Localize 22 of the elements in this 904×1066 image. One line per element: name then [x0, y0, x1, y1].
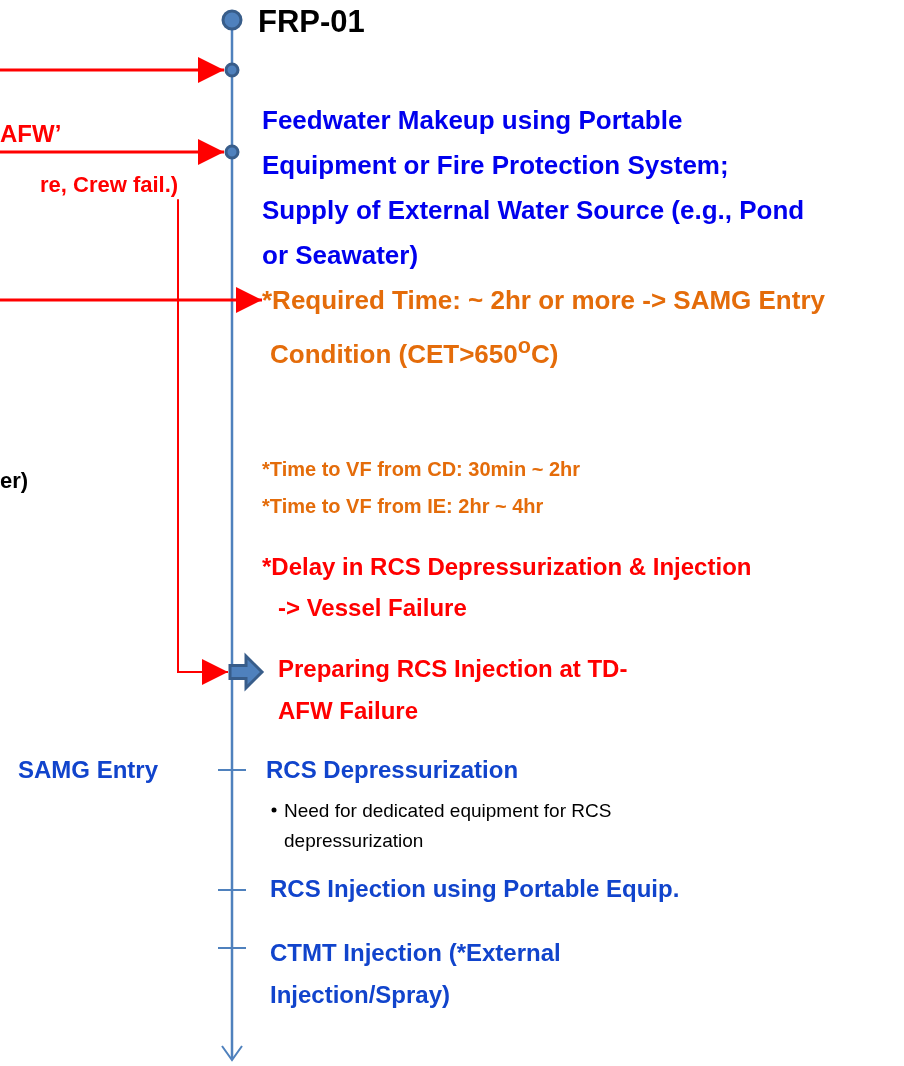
note-text: er) [0, 468, 29, 494]
timeline-dot [224, 62, 240, 78]
time-note: *Time to VF from IE: 2hr ~ 4hr [262, 495, 544, 518]
time-note: *Required Time: ~ 2hr or more -> SAMG Entry Condition (CET>650$^{o}$C) [262, 278, 830, 377]
arrow [0, 57, 224, 83]
arrow [0, 139, 224, 165]
action-text: Feedwater Makeup using Portable Equipment or Fire Protection System; Supply of External Water Source (e.g., Pond or Seawater) [262, 104, 806, 272]
milestone-label: SAMG Entry [18, 756, 158, 784]
time-note: *Time to VF from CD: 30min ~ 2hr [262, 458, 581, 481]
bullet-text: Need for dedicated equipment for RCS depressurization [284, 799, 613, 853]
step-heading: CTMT Injection (*External Injection/Spray) [270, 938, 562, 1010]
condition-text: re, Crew fail.) [40, 172, 179, 198]
warning-text: *Delay in RCS Depressurization & Injection -> Vessel Failure [262, 552, 753, 623]
step-heading: RCS Depressurization [266, 756, 519, 784]
step-heading: RCS Injection using Portable Equip. [270, 875, 680, 903]
timeline-dot [221, 9, 243, 31]
procedure-title: FRP-01 [258, 4, 365, 40]
arrow [0, 287, 262, 313]
event-text: Preparing RCS Injection at TD-AFW Failure [278, 654, 629, 726]
timeline-dot [224, 144, 240, 160]
block-arrow [228, 652, 265, 692]
arrow [177, 198, 229, 685]
